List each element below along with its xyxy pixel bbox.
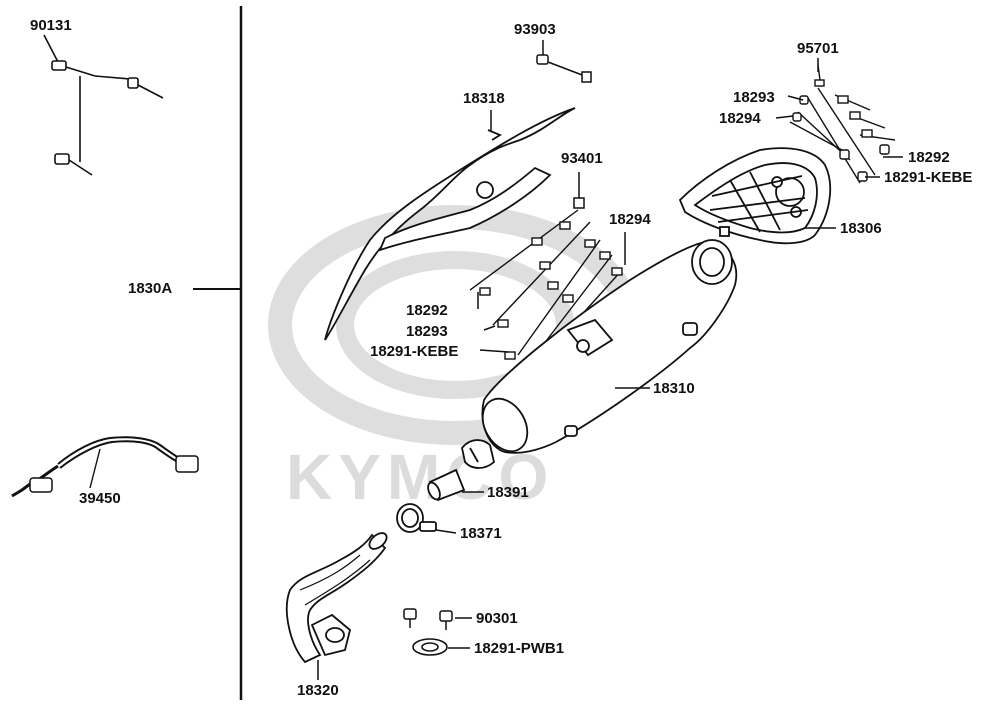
label-18292-mid: 18292: [406, 302, 448, 319]
leader-18291-kebe-mid: [479, 349, 509, 353]
muffler-cover-18306: [678, 147, 832, 245]
label-18306: 18306: [840, 220, 882, 237]
heat-shield-18318: [324, 107, 576, 341]
label-18371: 18371: [460, 525, 502, 542]
label-18294-mid: 18294: [609, 211, 651, 228]
mounting-hardware-right: [789, 64, 896, 184]
gasket-18391: [427, 468, 466, 502]
label-18293-right: 18293: [733, 89, 775, 106]
label-18310: 18310: [653, 380, 695, 397]
label-18320: 18320: [297, 682, 339, 699]
nuts-90301: [403, 608, 453, 630]
leader-18293-mid: [483, 325, 496, 331]
label-18391: 18391: [487, 484, 529, 501]
label-1830a: 1830A: [128, 280, 173, 297]
oxygen-sensor-39450: [11, 436, 199, 498]
bolt-93401: [573, 172, 585, 209]
label-93903: 93903: [514, 21, 556, 38]
label-90131: 90131: [30, 17, 72, 34]
kymco-watermark: KYMCO: [286, 441, 555, 513]
label-18293-mid: 18293: [406, 323, 448, 340]
clamp-18371: [396, 503, 437, 533]
washer-18291-pwb1: [412, 638, 448, 656]
label-95701: 95701: [797, 40, 839, 57]
leader-18293-right: [787, 95, 804, 101]
mounting-hardware-mid: [469, 209, 623, 371]
screw-93903: [536, 40, 592, 83]
bolt-set-90131: [43, 34, 164, 176]
label-18292-right: 18292: [908, 149, 950, 166]
exhaust-pipe-18320: [286, 532, 388, 664]
label-93401: 93401: [561, 150, 603, 167]
label-90301: 90301: [476, 610, 518, 627]
label-18291-kebe-mid: 18291-KEBE: [370, 343, 459, 360]
label-18318: 18318: [463, 90, 505, 107]
label-18291-kebe-right: 18291-KEBE: [884, 169, 973, 186]
muffler-18310: [461, 239, 738, 469]
label-39450: 39450: [79, 490, 121, 507]
label-18291-pwb1: 18291-PWB1: [474, 640, 565, 657]
leader-18371: [435, 529, 457, 534]
leader-18294-right: [775, 115, 794, 119]
label-18294-right: 18294: [719, 110, 761, 127]
